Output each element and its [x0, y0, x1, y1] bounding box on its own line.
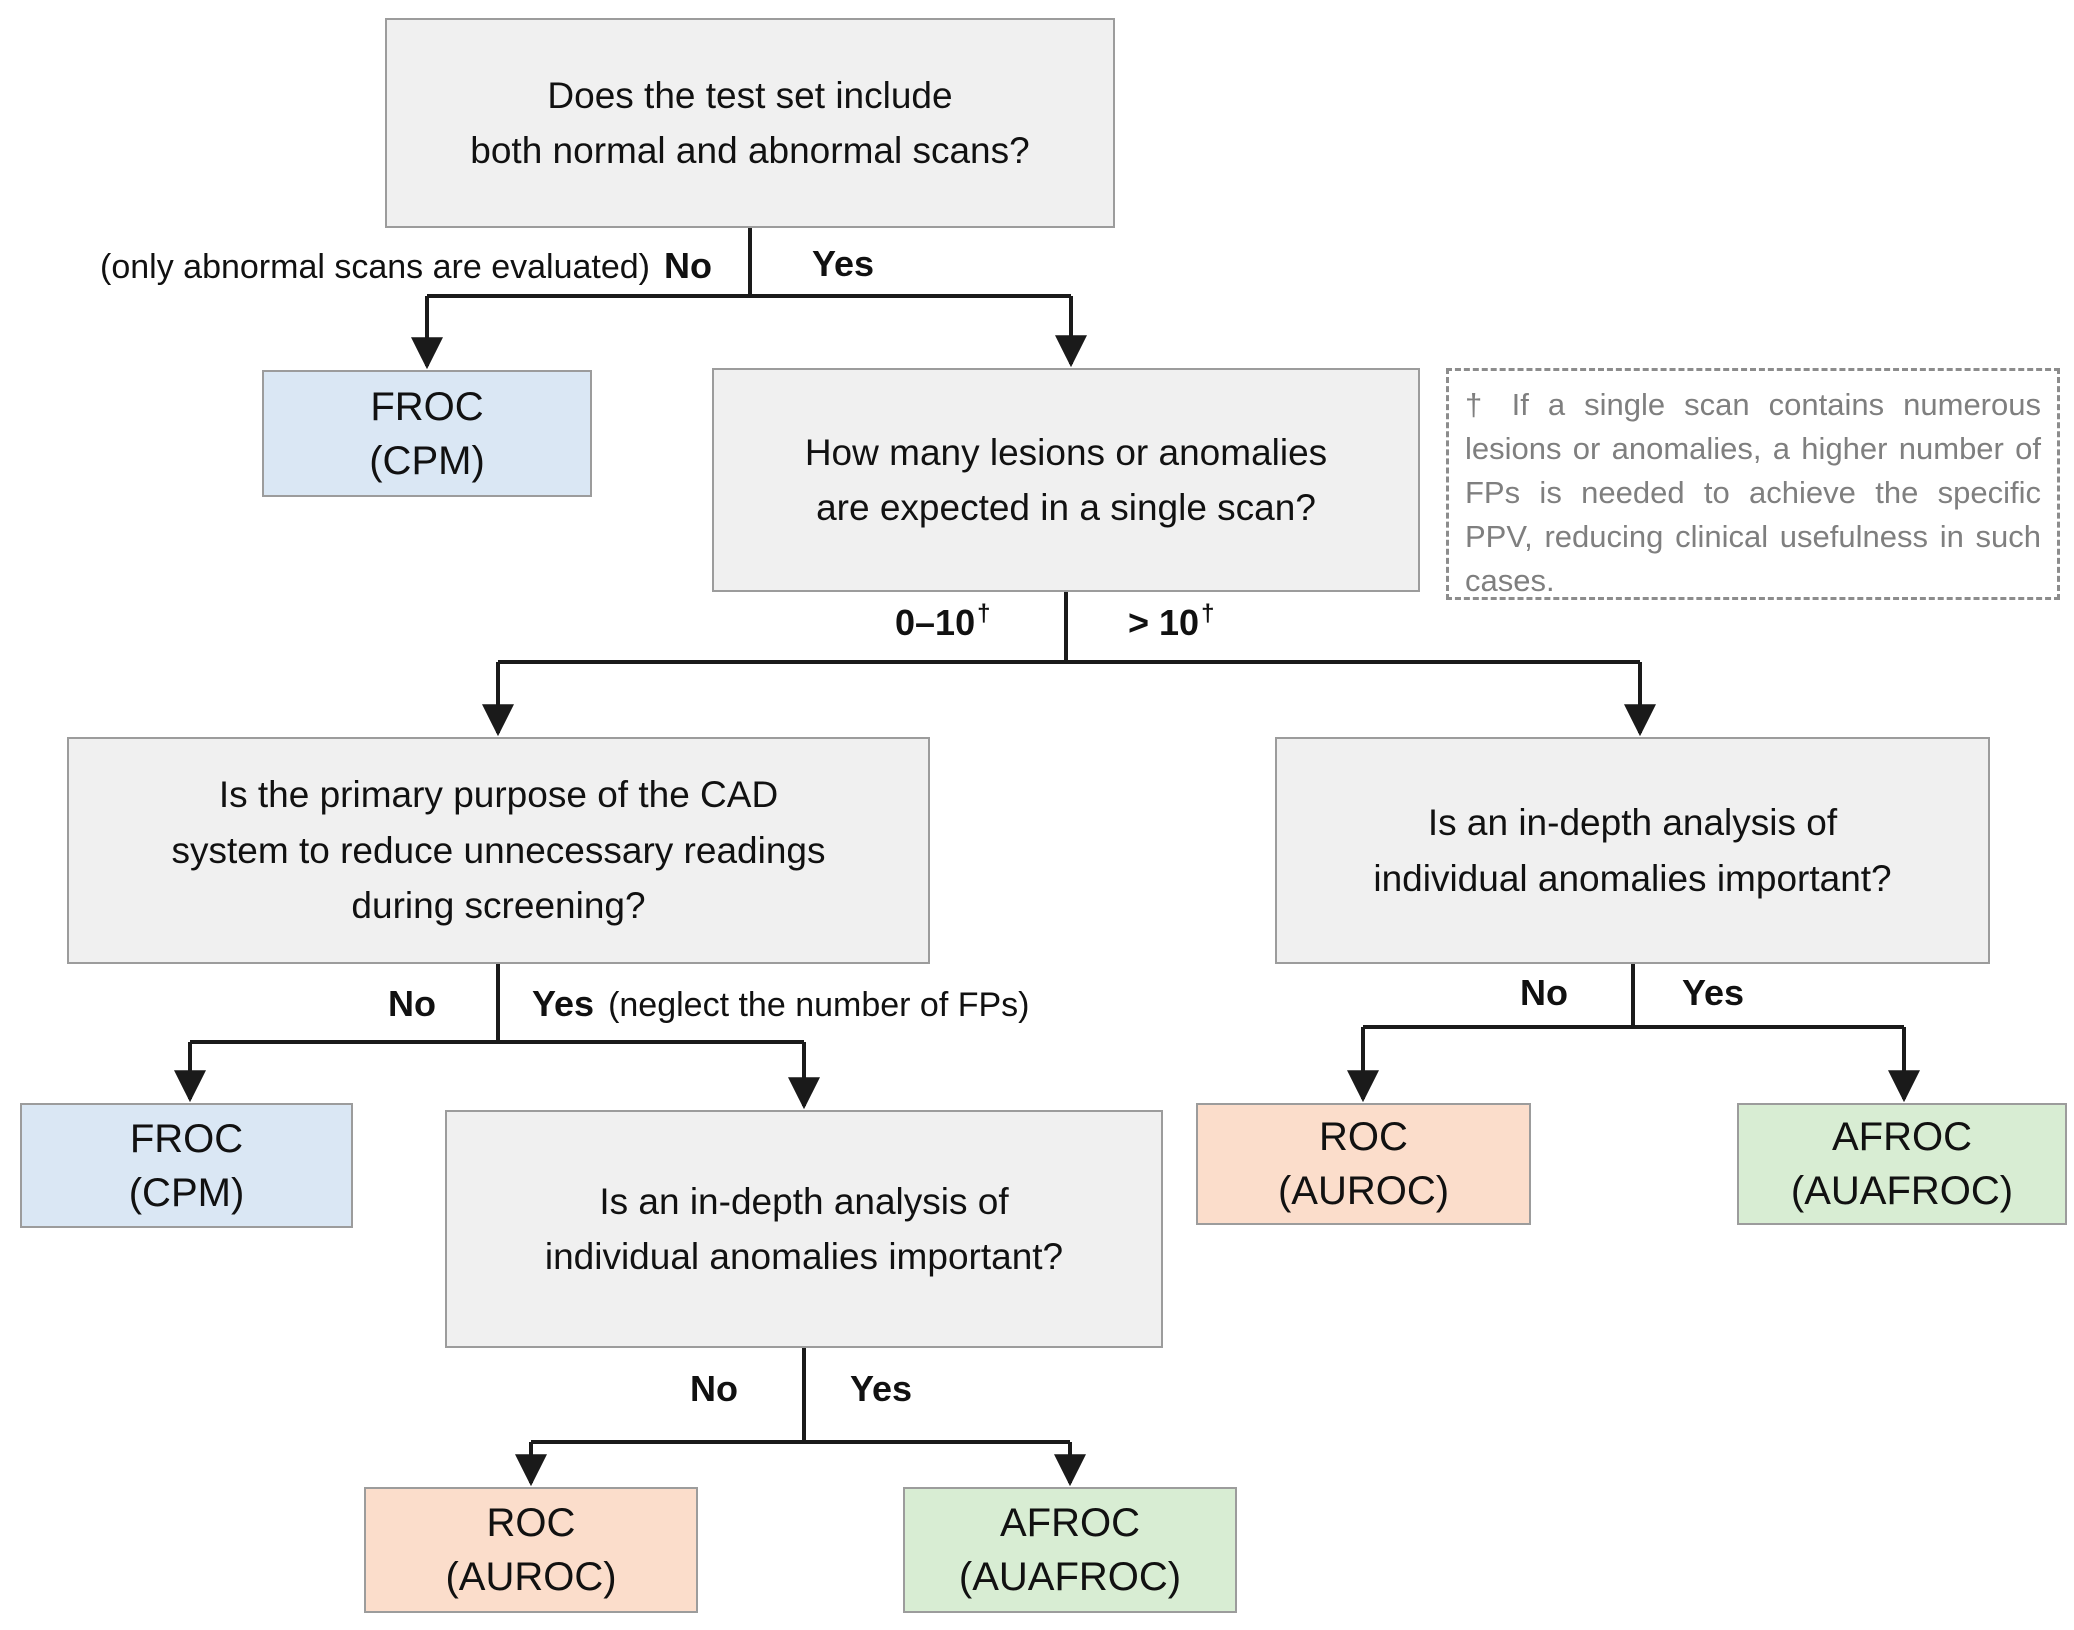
yes-label-cad: Yes [532, 983, 595, 1024]
question-indepth-middle: Is an in-depth analysis of individual an… [445, 1110, 1163, 1348]
branch-root [427, 228, 1071, 298]
edge-label-depth-mid-no: No [690, 1368, 738, 1410]
no-label-cad: No [388, 983, 436, 1024]
branch-depth-right [1363, 964, 1904, 1029]
dagger-icon: † [977, 600, 991, 627]
edge-label-depth-right-no: No [1520, 972, 1568, 1014]
dagger-footnote: † If a single scan contains numerous les… [1446, 368, 2060, 600]
edge-label-range-low: 0–10† [895, 600, 991, 644]
no-label-depth-mid: No [690, 1368, 738, 1409]
range-low-label: 0–10 [895, 602, 976, 643]
question-cad-purpose: Is the primary purpose of the CAD system… [67, 737, 930, 964]
result-afroc-bottom: AFROC (AUAFROC) [903, 1487, 1237, 1613]
edge-label-cad-no: No [388, 983, 436, 1025]
branch-cad [190, 964, 804, 1044]
yes-label-root: Yes [812, 243, 875, 284]
question-indepth-right: Is an in-depth analysis of individual an… [1275, 737, 1990, 964]
edge-label-root-no: (only abnormal scans are evaluated) No [100, 245, 712, 287]
range-high-label: > 10 [1128, 602, 1200, 643]
yes-label-depth-right: Yes [1682, 972, 1745, 1013]
result-roc-right: ROC (AUROC) [1196, 1103, 1531, 1225]
neglect-fps-note: (neglect the number of FPs) [608, 986, 1030, 1024]
only-abnormal-note: (only abnormal scans are evaluated) [100, 248, 650, 286]
edge-label-depth-mid-yes: Yes [850, 1368, 912, 1410]
result-froc-top: FROC (CPM) [262, 370, 592, 497]
dagger-icon: † [1201, 600, 1215, 627]
result-roc-bottom: ROC (AUROC) [364, 1487, 698, 1613]
branch-depth-mid [531, 1348, 1070, 1444]
no-label-root: No [664, 245, 712, 286]
branch-lesions [498, 592, 1640, 664]
no-label-depth-right: No [1520, 972, 1568, 1013]
edge-label-cad-yes: Yes (neglect the number of FPs) [532, 983, 1030, 1025]
yes-label-depth-mid: Yes [850, 1368, 913, 1409]
edge-label-range-high: > 10† [1128, 600, 1215, 644]
edge-label-depth-right-yes: Yes [1682, 972, 1744, 1014]
result-afroc-right: AFROC (AUAFROC) [1737, 1103, 2067, 1225]
result-froc-left: FROC (CPM) [20, 1103, 353, 1228]
edge-label-root-yes: Yes [812, 243, 874, 285]
question-root: Does the test set include both normal an… [385, 18, 1115, 228]
question-lesion-count: How many lesions or anomalies are expect… [712, 368, 1420, 592]
